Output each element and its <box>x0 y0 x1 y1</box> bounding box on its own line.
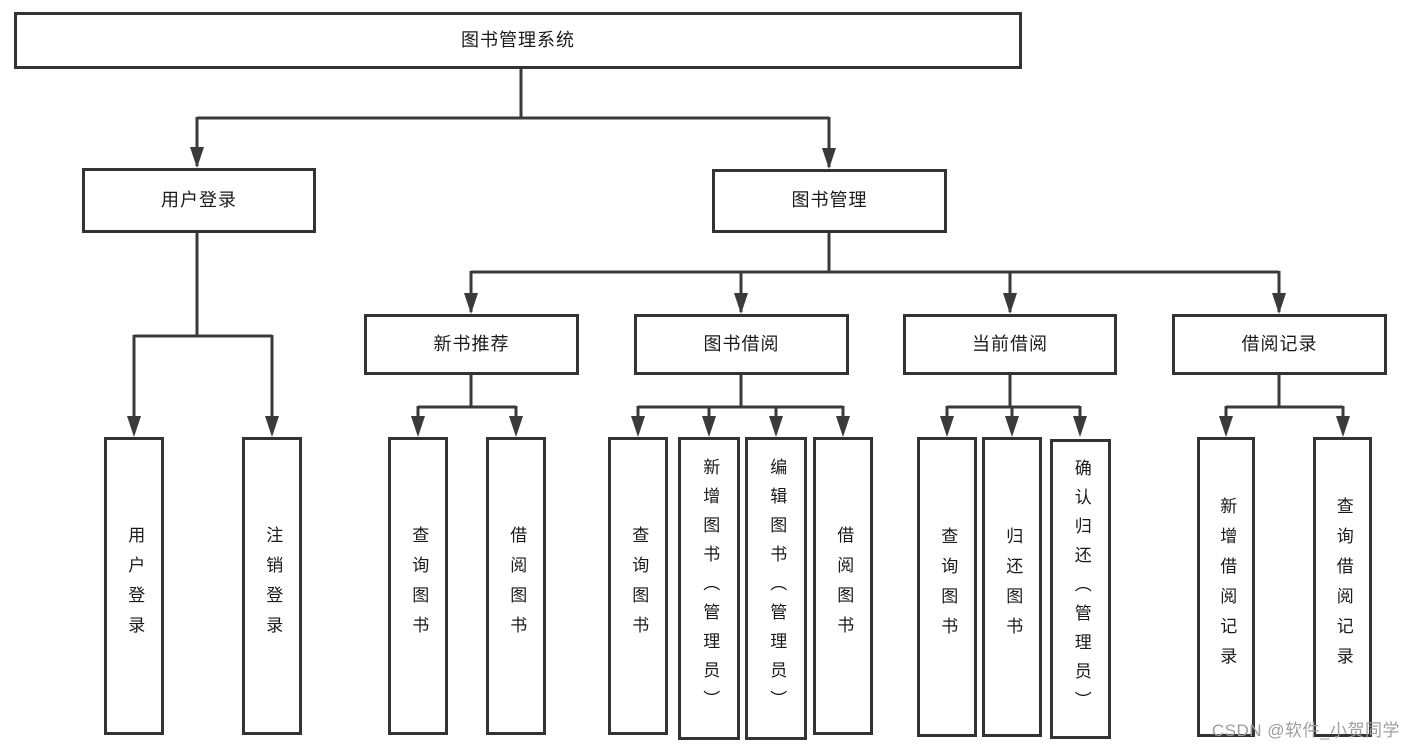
leaf-query-book-2: 查询图书 <box>608 437 668 735</box>
arrow-down-icon <box>940 416 954 437</box>
node-label: 归还图书 <box>1003 527 1023 647</box>
node-label: 借阅图书 <box>507 526 527 646</box>
node-label: 查询图书 <box>409 526 429 646</box>
node-book-borrow: 图书借阅 <box>634 314 849 375</box>
leaf-query-borrow-record: 查询借阅记录 <box>1313 437 1372 737</box>
arrow-down-icon <box>464 293 478 314</box>
arrow-down-icon <box>734 293 748 314</box>
node-label: 确认归还（管理员） <box>1071 458 1091 720</box>
leaf-add-book-admin: 新增图书（管理员） <box>678 437 740 740</box>
arrow-down-icon <box>411 416 425 437</box>
arrow-down-icon <box>265 416 279 437</box>
node-label: 用户登录 <box>161 189 237 210</box>
node-label: 图书管理系统 <box>461 29 575 50</box>
node-book-management: 图书管理 <box>712 169 947 233</box>
arrowheads <box>127 147 1350 437</box>
node-label: 借阅图书 <box>834 526 854 646</box>
leaf-confirm-return-admin: 确认归还（管理员） <box>1050 439 1111 739</box>
leaf-query-book-3: 查询图书 <box>917 437 977 737</box>
node-label: 编辑图书（管理员） <box>767 458 787 719</box>
leaf-borrow-book-2: 借阅图书 <box>813 437 873 735</box>
node-label: 新书推荐 <box>433 333 510 354</box>
arrow-down-icon <box>1272 293 1286 314</box>
node-root-library-system: 图书管理系统 <box>14 12 1022 69</box>
node-label: 查询借阅记录 <box>1333 497 1353 677</box>
arrow-down-icon <box>822 148 836 169</box>
node-label: 新增图书（管理员） <box>700 458 720 719</box>
node-label: 图书借阅 <box>703 333 780 354</box>
node-new-book-recommend: 新书推荐 <box>364 314 579 375</box>
leaf-user-login: 用户登录 <box>104 437 164 735</box>
arrow-down-icon <box>836 416 850 437</box>
node-label: 借阅记录 <box>1241 333 1318 354</box>
arrow-down-icon <box>702 416 716 437</box>
connector-lines <box>132 68 1345 433</box>
arrow-down-icon <box>1219 416 1233 437</box>
leaf-borrow-book-1: 借阅图书 <box>486 437 546 735</box>
csdn-watermark: CSDN @软件_小贺同学 <box>1211 721 1400 740</box>
arrow-down-icon <box>1005 416 1019 437</box>
arrow-down-icon <box>509 416 523 437</box>
node-label: 新增借阅记录 <box>1217 497 1237 677</box>
node-borrow-record: 借阅记录 <box>1172 314 1387 375</box>
leaf-query-book-1: 查询图书 <box>388 437 448 735</box>
leaf-edit-book-admin: 编辑图书（管理员） <box>745 437 807 740</box>
arrow-down-icon <box>127 416 141 437</box>
arrow-down-icon <box>769 416 783 437</box>
node-label: 查询图书 <box>938 527 958 647</box>
arrow-down-icon <box>631 416 645 437</box>
node-label: 当前借阅 <box>972 333 1048 354</box>
arrow-down-icon <box>1003 293 1017 314</box>
node-label: 用户登录 <box>125 526 145 646</box>
arrow-down-icon <box>1336 416 1350 437</box>
leaf-return-book: 归还图书 <box>982 437 1042 737</box>
node-current-borrow: 当前借阅 <box>903 314 1117 375</box>
leaf-add-borrow-record: 新增借阅记录 <box>1197 437 1255 737</box>
leaf-logout: 注销登录 <box>242 437 302 735</box>
node-label: 查询图书 <box>629 526 649 646</box>
node-user-login: 用户登录 <box>82 168 316 233</box>
node-label: 注销登录 <box>263 526 283 646</box>
arrow-down-icon <box>1073 416 1087 437</box>
arrow-down-icon <box>190 147 204 168</box>
node-label: 图书管理 <box>791 190 868 211</box>
